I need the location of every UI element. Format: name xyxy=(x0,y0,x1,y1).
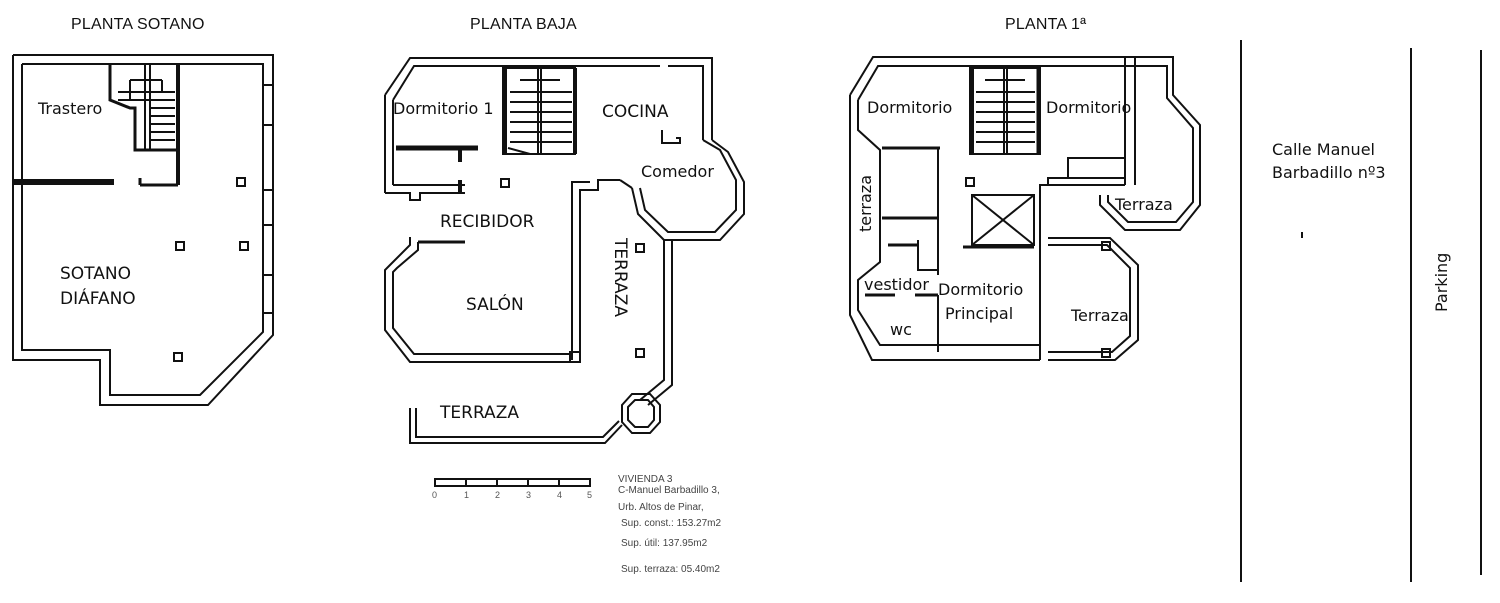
plan-title-baja: PLANTA BAJA xyxy=(470,16,577,33)
room-label-dormitorio-left: Dormitorio xyxy=(867,98,953,117)
street-lines xyxy=(1240,40,1482,582)
room-label-wc: wc xyxy=(890,320,912,339)
room-label-salon: SALÓN xyxy=(466,295,524,315)
room-label-dormitorio-principal-1: Dormitorio xyxy=(938,280,1024,299)
room-label-terraza-vertical: TERRAZA xyxy=(610,238,630,317)
scale-tick-5: 5 xyxy=(587,490,593,500)
room-label-terraza-upper-right: Terraza xyxy=(1115,195,1173,214)
room-label-dormitorio-1: Dormitorio 1 xyxy=(393,99,494,118)
scale-bar xyxy=(434,478,591,487)
parking-label: Parking xyxy=(1432,252,1451,312)
info-line-2: C-Manuel Barbadillo 3, xyxy=(618,485,720,496)
plan-title-primera: PLANTA 1ª xyxy=(1005,16,1087,33)
info-line-5: Sup. útil: 137.95m2 xyxy=(621,538,708,549)
room-label-recibidor: RECIBIDOR xyxy=(440,212,535,232)
room-label-dormitorio-principal-2: Principal xyxy=(945,304,1014,323)
room-label-dormitorio-right: Dormitorio xyxy=(1046,98,1132,117)
scale-tick-0: 0 xyxy=(432,490,438,500)
info-line-1: VIVIENDA 3 xyxy=(618,474,673,485)
room-label-comedor: Comedor xyxy=(641,162,714,181)
room-label-vestidor: vestidor xyxy=(864,275,929,294)
room-label-terraza-left: terraza xyxy=(856,175,875,232)
scale-tick-3: 3 xyxy=(526,490,532,500)
primera-walls xyxy=(849,56,1201,361)
scale-tick-2: 2 xyxy=(495,490,501,500)
baja-walls xyxy=(384,57,745,444)
street-name-line2: Barbadillo nº3 xyxy=(1272,163,1386,182)
dwelling-info-note: VIVIENDA 3 C-Manuel Barbadillo 3, Urb. A… xyxy=(618,474,721,580)
scale-tick-4: 4 xyxy=(557,490,563,500)
room-label-terraza-bottom: TERRAZA xyxy=(440,403,519,423)
room-label-sotano-line1: SOTANO xyxy=(60,264,131,284)
info-line-3: Urb. Altos de Pinar, xyxy=(618,502,704,513)
room-label-trastero: Trastero xyxy=(38,99,103,118)
plan-title-sotano: PLANTA SOTANO xyxy=(71,16,205,33)
info-line-4: Sup. const.: 153.27m2 xyxy=(621,518,722,529)
info-line-6: Sup. terraza: 05.40m2 xyxy=(621,564,720,575)
room-label-sotano-line2: DIÁFANO xyxy=(60,289,136,309)
scale-tick-1: 1 xyxy=(464,490,470,500)
room-label-cocina: COCINA xyxy=(602,102,669,122)
room-label-terraza-lower-right: Terraza xyxy=(1071,306,1129,325)
sotano-walls xyxy=(12,54,274,406)
street-name-line1: Calle Manuel xyxy=(1272,140,1375,159)
